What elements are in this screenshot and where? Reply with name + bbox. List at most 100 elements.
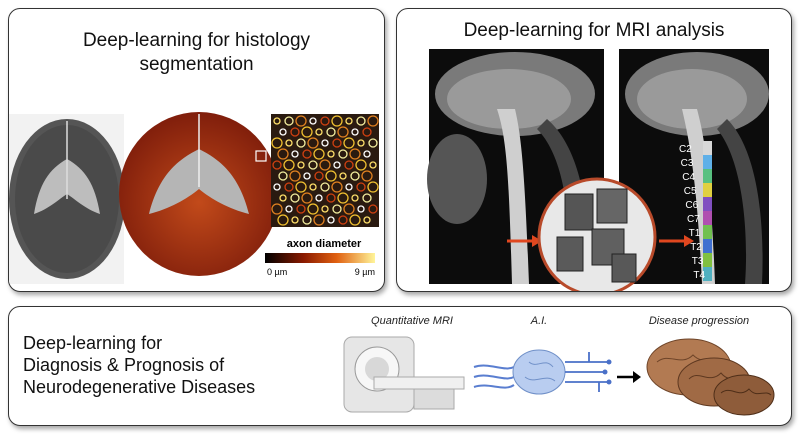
arrow-left-head (532, 235, 542, 247)
axon-circle (315, 128, 323, 136)
axon-circle (272, 160, 282, 170)
axon-circle (279, 194, 287, 202)
axon-circle (283, 159, 295, 171)
axon-circle (337, 126, 349, 138)
axon-circle (307, 203, 319, 215)
axon-circle (302, 149, 312, 159)
axon-circle (277, 148, 289, 160)
axon-circle (325, 170, 337, 182)
vertebra-label: C2 (679, 144, 692, 155)
axon-circle (356, 116, 366, 126)
axon-circle (327, 150, 335, 158)
axon-circle (355, 159, 367, 171)
axon-circle (271, 137, 283, 149)
axon-circle (351, 128, 359, 136)
vertebra-color-segment (703, 183, 712, 197)
diagnosis-line2: Diagnosis & Prognosis of (23, 355, 225, 375)
axon-circle (278, 171, 288, 181)
axon-circle (302, 215, 312, 225)
axon-circle (273, 183, 281, 191)
axon-circle (291, 216, 299, 224)
axon-circle (362, 127, 372, 137)
axon-zoom-inset (271, 114, 379, 227)
vertebra-color-segment (703, 197, 712, 211)
axon-circle (301, 126, 313, 138)
axon-circle (277, 214, 289, 226)
vertebra-color-segment (703, 267, 712, 281)
axon-circle (285, 139, 293, 147)
axon-circle (339, 172, 347, 180)
axon-circle (296, 204, 306, 214)
axon-circle (343, 203, 355, 215)
progression-arrow (617, 371, 641, 383)
axon-circle (309, 117, 317, 125)
axon-circle (332, 138, 342, 148)
vertebra-color-segment (703, 141, 712, 155)
histology-title: Deep-learning for histology segmentation (9, 29, 384, 77)
vertebra-color-segment (703, 155, 712, 169)
vertebra-label: C4 (682, 172, 695, 183)
axon-circle (290, 127, 300, 137)
axon-circle (303, 172, 311, 180)
axon-circle (309, 183, 317, 191)
axon-circle (284, 116, 294, 126)
axon-circle (308, 160, 318, 170)
axon-circle (357, 139, 365, 147)
axon-circle (343, 137, 355, 149)
histology-title-line2: segmentation (139, 54, 254, 75)
axon-circle (333, 161, 341, 169)
axon-circle (349, 214, 361, 226)
mri-title: Deep-learning for MRI analysis (463, 20, 725, 41)
axon-circle (289, 170, 301, 182)
axon-circle (327, 216, 335, 224)
axon-circle (338, 215, 348, 225)
axon-circle (338, 149, 348, 159)
axon-circle (321, 205, 329, 213)
label-ai: A.I. (530, 315, 548, 327)
axon-circle (344, 160, 354, 170)
vertebra-label: T2 (690, 242, 702, 253)
axon-circle (345, 117, 353, 125)
histology-panel: Deep-learning for histology segmentation (8, 8, 385, 292)
diagnosis-panel: Deep-learning for Diagnosis & Prognosis … (8, 306, 792, 426)
axon-diameter-legend: axon diameter 0 µm 9 µm (265, 238, 375, 277)
axon-circle (320, 116, 330, 126)
ai-brain-icon (473, 349, 612, 395)
vertebra-label: T4 (693, 270, 705, 281)
diagnosis-text: Deep-learning for Diagnosis & Prognosis … (23, 332, 323, 398)
axon-circle (351, 194, 359, 202)
axon-circle (285, 205, 293, 213)
vertebra-label: C3 (681, 158, 694, 169)
axon-circle (357, 205, 365, 213)
vertebra-label: C7 (687, 214, 700, 225)
axon-circle (295, 115, 307, 127)
axon-circle (349, 148, 361, 160)
axon-circle (314, 171, 324, 181)
axon-circle (321, 139, 329, 147)
axon-circle (331, 115, 343, 127)
axon-circle (363, 150, 371, 158)
axon-circle (345, 183, 353, 191)
axon-circle (361, 170, 373, 182)
arrow-right-head (684, 235, 694, 247)
axon-circle (363, 216, 371, 224)
axon-circle (368, 204, 378, 214)
axon-circle (319, 159, 331, 171)
axon-circle (356, 182, 366, 192)
axon-circle (313, 148, 325, 160)
axon-circle (297, 161, 305, 169)
diagnosis-line3: Neurodegenerative Diseases (23, 377, 256, 397)
axon-circle (273, 117, 281, 125)
axon-circle (295, 181, 307, 193)
axon-circle (301, 192, 313, 204)
histology-title-line1: Deep-learning for histology (82, 30, 311, 51)
axon-circle (284, 182, 294, 192)
label-disease-progression: Disease progression (648, 315, 750, 327)
axon-circle (296, 138, 306, 148)
legend-title: axon diameter (287, 238, 362, 250)
axon-circle (320, 182, 330, 192)
axon-circle (307, 137, 319, 149)
colored-cord-section (119, 112, 279, 276)
